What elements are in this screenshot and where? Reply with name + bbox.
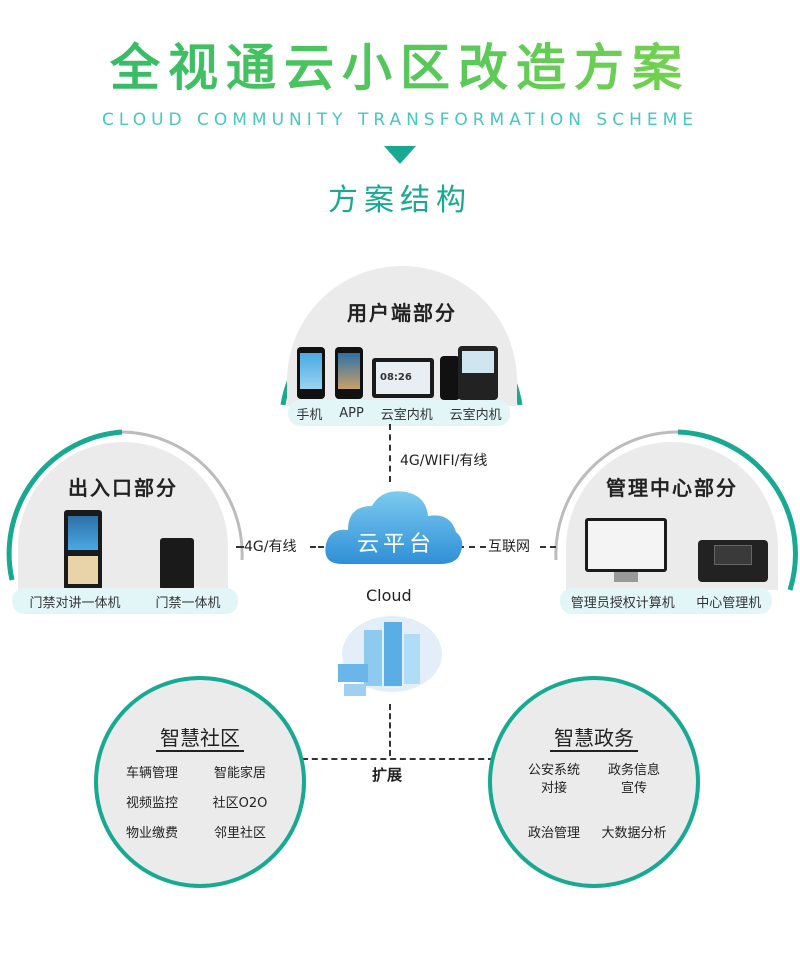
user-device-indoor-1: 云室内机 — [380, 407, 433, 423]
smart-community-title: 智慧社区 — [94, 722, 306, 752]
section-title: 方案结构 — [328, 183, 472, 218]
smart-gov-title: 智慧政务 — [488, 722, 700, 752]
top-connector-line — [389, 424, 391, 482]
smart-gov-circle — [488, 676, 700, 888]
right-connector-line-b — [540, 546, 556, 548]
bottom-connector-hline — [302, 758, 494, 760]
page-subtitle: CLOUD COMMUNITY TRANSFORMATION SCHEME — [101, 110, 699, 130]
cloud-server-icon — [338, 616, 442, 696]
cloud-platform-icon — [325, 491, 463, 564]
community-item-smarthome: 智能家居 — [213, 766, 266, 781]
center-manager-device — [698, 540, 768, 582]
gov-item-politics: 政治管理 — [527, 826, 580, 841]
user-device-indoor-2: 云室内机 — [449, 407, 502, 423]
monitor-stand — [614, 572, 638, 582]
indoor-unit-device: 08:26 — [372, 358, 434, 398]
entry-arc — [6, 429, 123, 581]
indoor-unit-screen-time: 08:26 — [376, 362, 430, 394]
phone-device — [297, 347, 325, 399]
gov-item-police: 公安系统 对接 — [527, 763, 580, 796]
page-title: 全视通云小区改造方案 — [0, 28, 800, 100]
left-link-label: 4G/有线 — [244, 539, 297, 555]
gov-item-bigdata: 大数据分析 — [601, 826, 667, 841]
top-link-label: 4G/WIFI/有线 — [400, 453, 488, 469]
community-item-neighbor: 邻里社区 — [213, 826, 266, 841]
bottom-link-label: 扩展 — [372, 766, 403, 784]
user-device-bar: 手机 APP 云室内机 云室内机 — [288, 400, 510, 426]
door-intercom-device — [64, 510, 102, 590]
user-device-app: APP — [339, 405, 364, 421]
user-device-phone: 手机 — [296, 407, 323, 423]
mgmt-title: 管理中心部分 — [606, 476, 738, 500]
cloud-en-label: Cloud — [366, 586, 412, 605]
gov-item-publicity: 政务信息 宣传 — [607, 763, 660, 796]
entry-device-bar: 门禁对讲一体机 门禁一体机 — [12, 588, 238, 614]
mgmt-arc — [677, 429, 798, 591]
left-connector-line-a — [236, 546, 244, 548]
handset-device — [440, 356, 460, 400]
community-item-video: 视频监控 — [125, 796, 178, 811]
mgmt-device-bar: 管理员授权计算机 中心管理机 — [560, 588, 772, 614]
right-connector-line-a — [458, 546, 486, 548]
entry-device-access: 门禁一体机 — [155, 595, 221, 611]
desk-indoor-unit-device — [458, 346, 498, 400]
mgmt-arc-gray — [554, 430, 679, 561]
app-device — [335, 347, 363, 399]
smart-community-circle — [94, 676, 306, 888]
right-link-label: 互联网 — [488, 539, 530, 555]
down-triangle-icon — [384, 146, 416, 164]
bottom-connector-vline — [389, 704, 391, 756]
computer-monitor-device — [585, 518, 667, 572]
entry-arc-gray — [121, 430, 244, 561]
mgmt-device-computer: 管理员授权计算机 — [570, 595, 675, 611]
mgmt-device-manager: 中心管理机 — [696, 595, 762, 611]
cloud-platform-label: 云平台 — [356, 532, 435, 557]
community-item-property: 物业缴费 — [125, 826, 178, 841]
entry-device-intercom: 门禁对讲一体机 — [29, 595, 121, 611]
user-title: 用户端部分 — [347, 301, 457, 325]
left-connector-line-b — [310, 546, 332, 548]
access-control-device — [160, 538, 194, 590]
community-item-o2o: 社区O2O — [212, 796, 268, 811]
entry-title: 出入口部分 — [68, 476, 178, 500]
community-item-vehicle: 车辆管理 — [125, 766, 178, 781]
